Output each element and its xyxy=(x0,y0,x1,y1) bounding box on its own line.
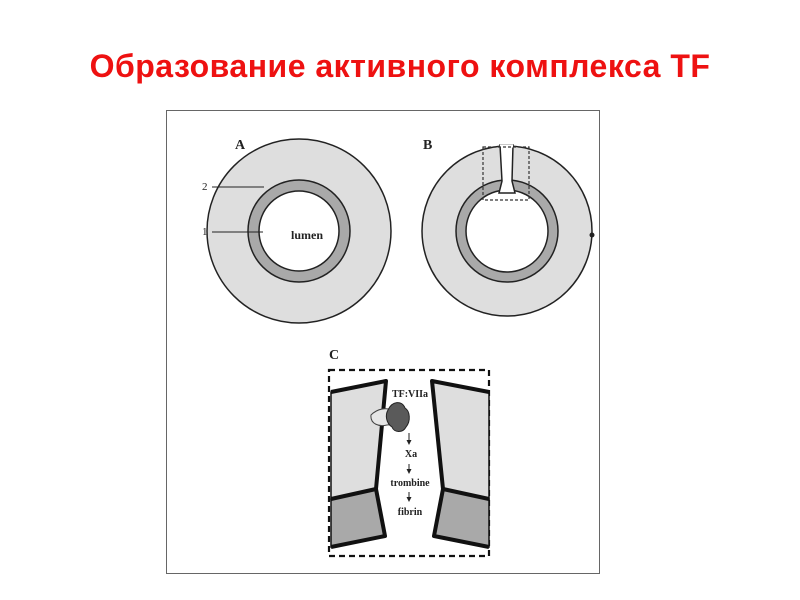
cascade-complex-label: TF:VIIa xyxy=(392,389,428,400)
cascade-arrow-2 xyxy=(406,464,412,474)
panel-a: A lumen 2 1 xyxy=(202,138,392,324)
cascade-arrow-1 xyxy=(406,433,412,445)
panel-c-label: C xyxy=(329,348,339,363)
cascade-step-trombine: trombine xyxy=(390,478,430,489)
wall-left-boundary xyxy=(330,487,377,501)
slide-title: Образование активного комплекса TF xyxy=(89,48,711,84)
panel-a-label: A xyxy=(235,138,246,153)
figure-frame: A lumen 2 1 B C xyxy=(166,110,600,574)
panel-c: C TF:VIIa Xa xyxy=(327,348,491,558)
vessel-b-lumen xyxy=(465,189,549,273)
cascade-step-fibrin: fibrin xyxy=(398,507,423,518)
vessel-b-edge-mark xyxy=(589,232,595,238)
vessel-b-wall-breach xyxy=(498,144,516,194)
callout-2-label: 2 xyxy=(202,181,208,193)
panel-b-label: B xyxy=(423,138,432,153)
wall-right-boundary xyxy=(442,487,490,501)
cascade-step-xa: Xa xyxy=(405,449,417,460)
callout-1-label: 1 xyxy=(202,226,208,238)
cascade-arrow-3 xyxy=(406,492,412,502)
zoom-region-box xyxy=(482,146,530,201)
factor-viia-molecule-icon xyxy=(385,402,410,432)
lumen-label: lumen xyxy=(291,228,323,242)
panel-b: B xyxy=(421,138,595,317)
vessel-a-lumen xyxy=(258,190,340,272)
